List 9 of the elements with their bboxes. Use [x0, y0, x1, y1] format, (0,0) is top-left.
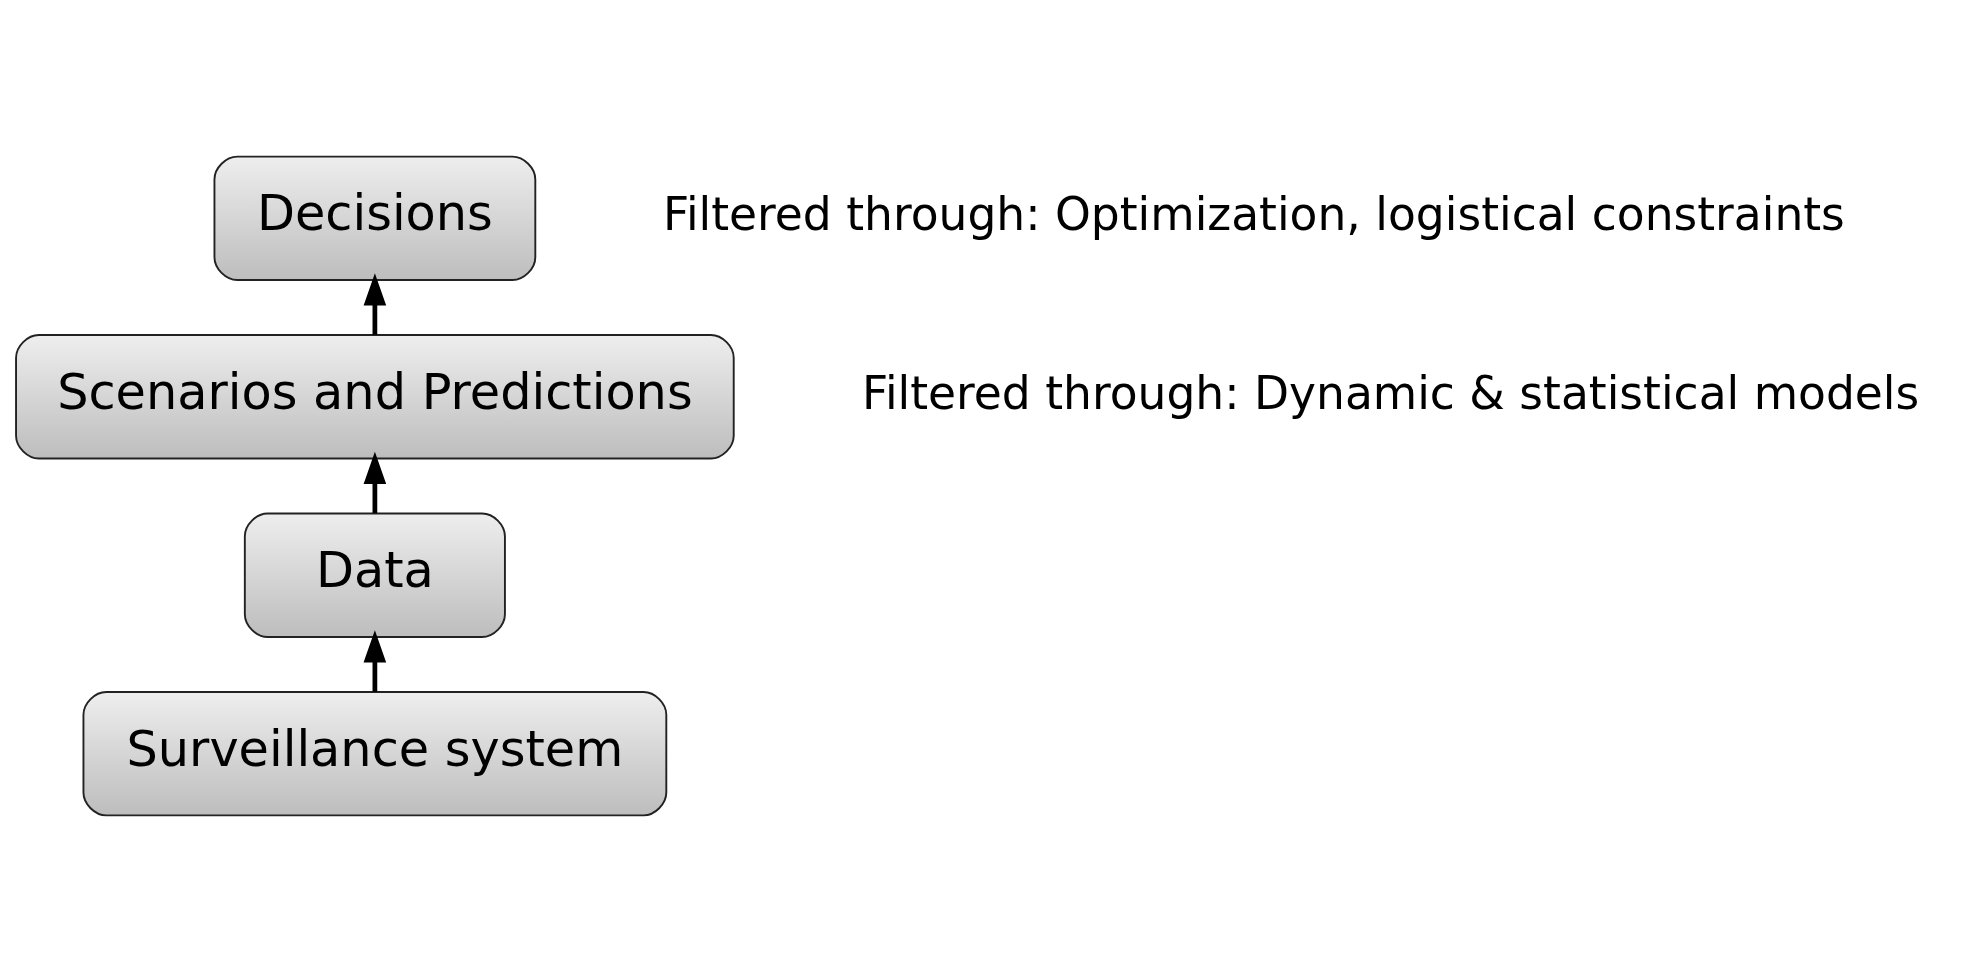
node-box: Decisions	[213, 155, 537, 281]
node-label: Filtered through: Dynamic & statistical models	[862, 366, 1920, 420]
arrow	[363, 273, 387, 335]
node-box: Scenarios and Predictions	[15, 334, 735, 460]
arrow	[363, 451, 387, 514]
arrow	[363, 630, 387, 692]
node-box: Surveillance system	[82, 691, 668, 817]
node-label: Filtered through: Optimization, logistical constraints	[663, 188, 1845, 242]
node-box: Data	[243, 512, 506, 638]
